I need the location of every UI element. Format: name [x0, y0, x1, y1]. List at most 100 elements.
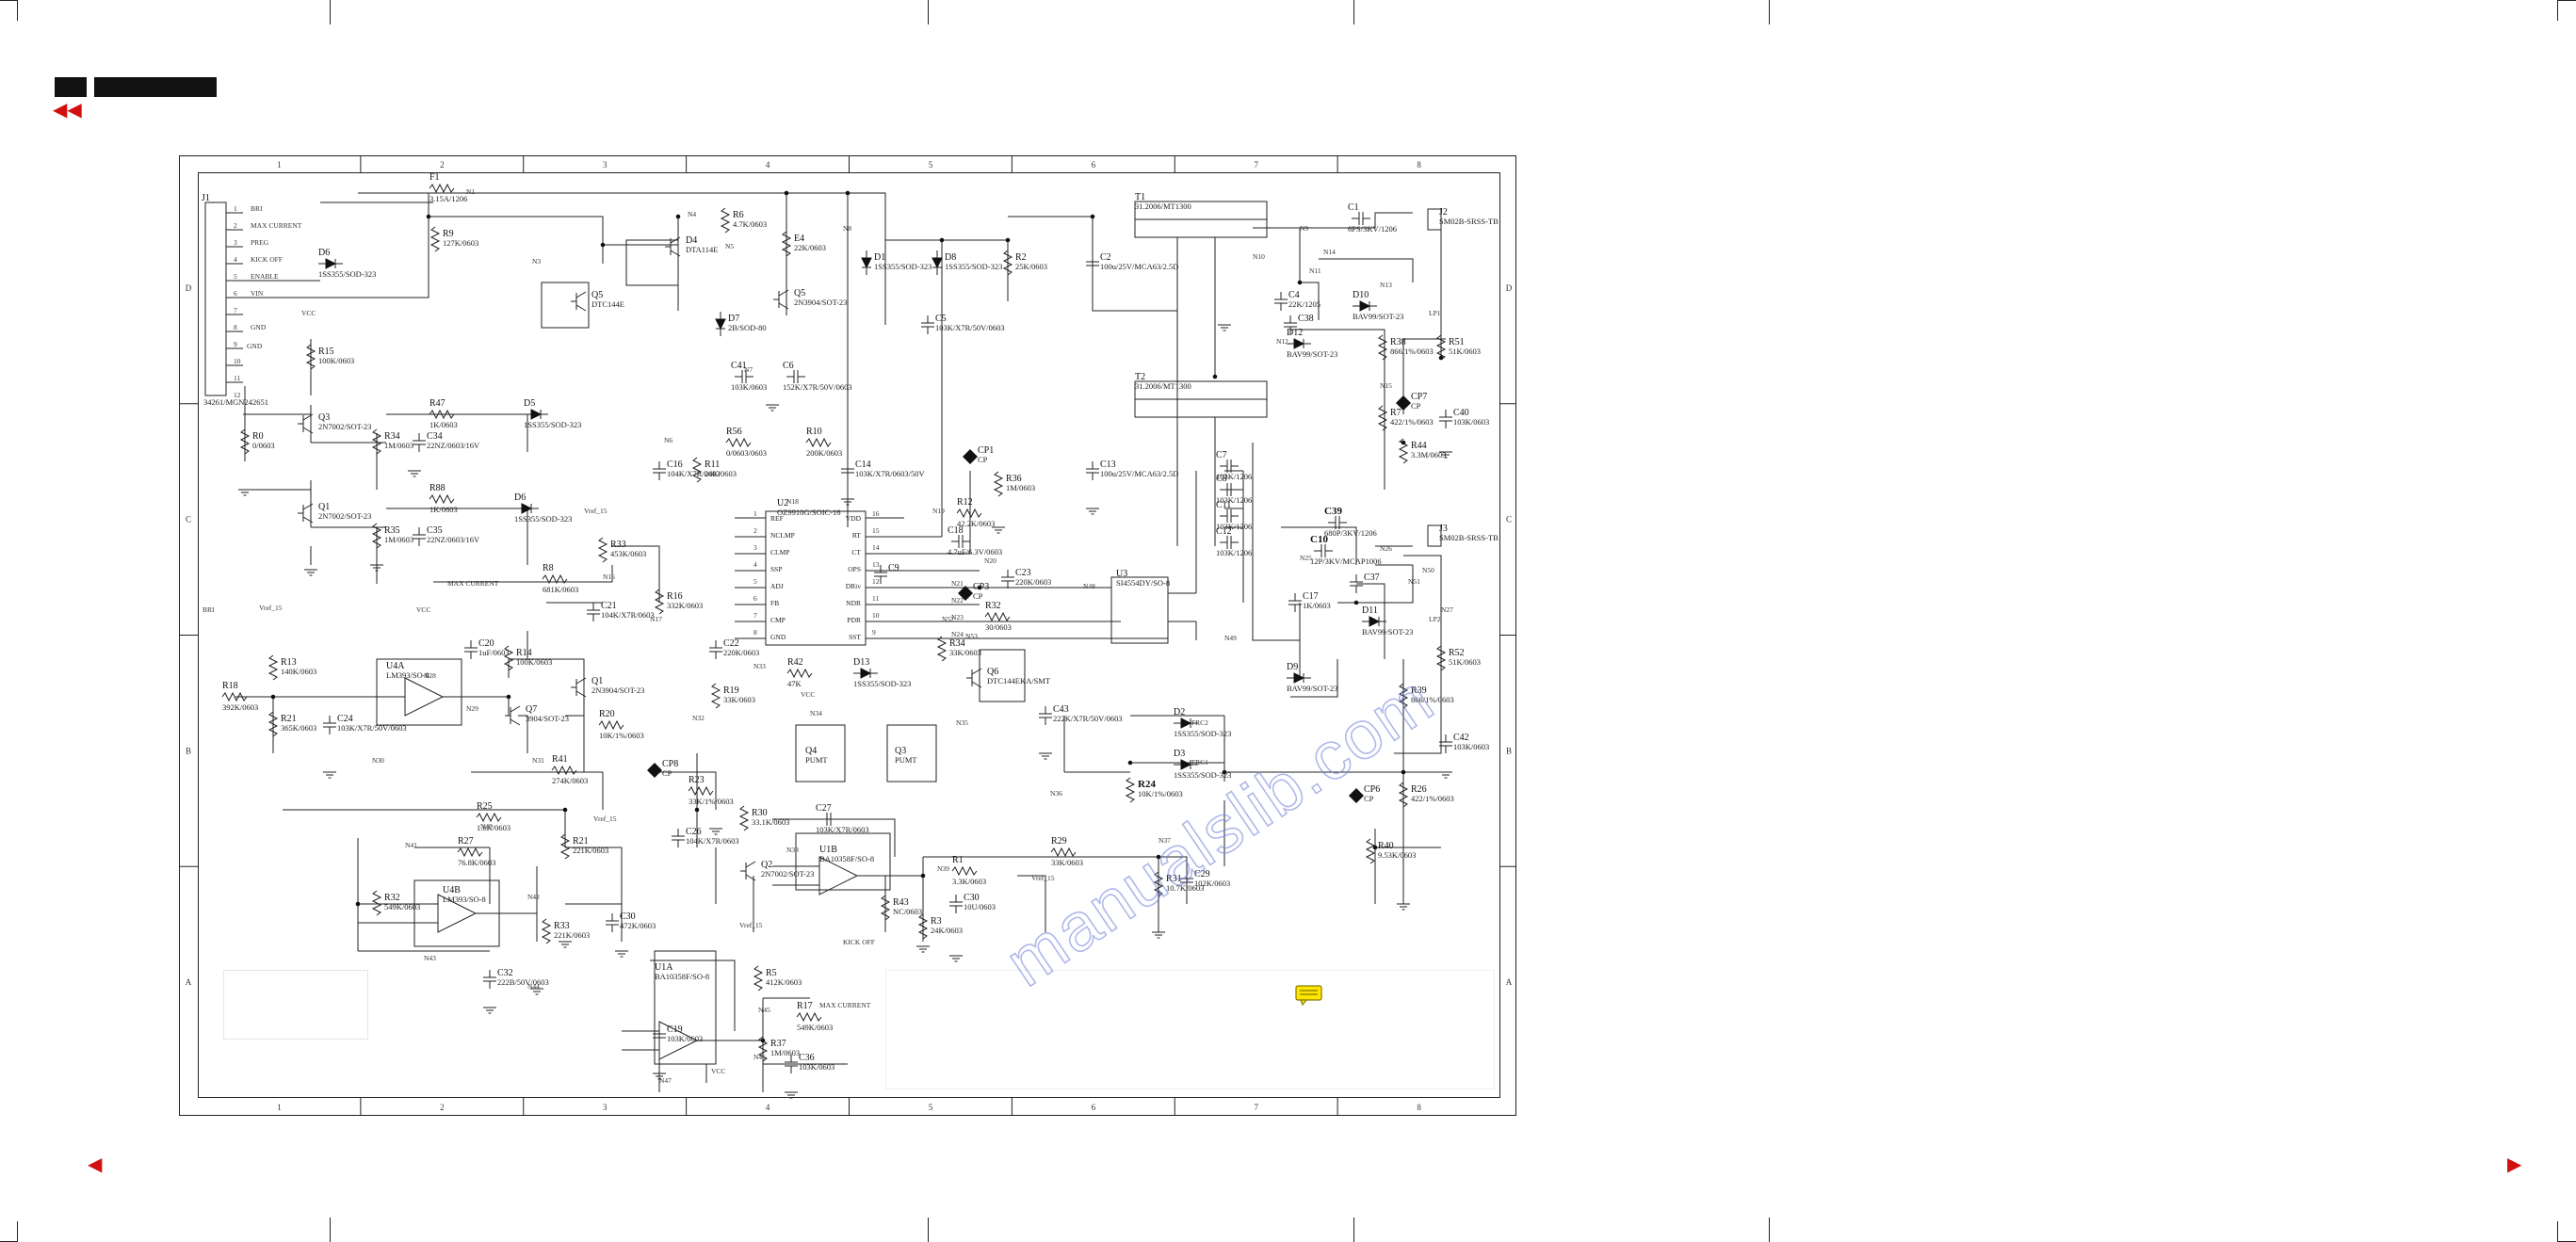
component-ref: C12 [1216, 526, 1232, 537]
component-value: 103K/0603 [1453, 417, 1489, 427]
component-value: 2B/SOD-80 [728, 323, 767, 332]
component-ref: C35 [427, 525, 443, 536]
component-ref: C19 [667, 1024, 683, 1035]
component-value: 866/1%/0603 [1390, 347, 1434, 356]
net-label: Vref_15 [584, 507, 608, 515]
u2-pin-number: 8 [753, 628, 757, 637]
net-number: N22 [951, 596, 964, 605]
component-ref: Q2 [761, 860, 772, 870]
u2-pin-number: 13 [872, 560, 880, 569]
resistor-symbol [1435, 334, 1447, 361]
component-value: 1SS355/SOD-323 [318, 269, 376, 279]
net-number: N47 [659, 1076, 672, 1085]
junction-dot [1212, 374, 1218, 379]
component-value: 42.2K/0603 [957, 519, 995, 528]
net-label: MAX CURRENT [819, 1001, 871, 1009]
component-value: OZ9910G/SOIC-16 [777, 508, 841, 517]
component-ref: Q3 [895, 746, 906, 756]
capacitor-symbol [1220, 483, 1239, 496]
component-value: 3.15A/1206 [429, 194, 467, 203]
component-ref: CP1 [978, 445, 994, 456]
component-ref: R52 [1449, 648, 1465, 658]
u2-pin-number: 6 [753, 594, 757, 603]
ground-icon [841, 498, 854, 506]
component-value: 33K/0603 [949, 648, 981, 657]
component-value: 221K/0603 [554, 930, 590, 940]
junction-dot [1156, 854, 1161, 860]
back-to-contents-icon[interactable]: ◀◀ [53, 98, 82, 121]
capacitor-symbol [413, 433, 426, 452]
component-value: 2N7002/SOT-23 [318, 511, 371, 521]
resistor-symbol [221, 691, 248, 702]
component-value: 3.3M/0603 [1411, 450, 1447, 460]
j1-pin-number: 9 [234, 340, 237, 348]
connector-symbol [1427, 524, 1442, 547]
component-value: BAV99/SOT-23 [1287, 349, 1337, 359]
component-ref: R88 [429, 483, 446, 493]
resistor-symbol [1365, 838, 1376, 864]
capacitor-symbol [841, 461, 854, 480]
note-comment-icon[interactable] [1295, 985, 1323, 1006]
component-value: 24K/0603 [705, 469, 737, 478]
page-number-box [55, 77, 87, 97]
q6-package [979, 649, 1026, 702]
component-value: NC/0603 [893, 907, 922, 916]
crop-mark [2557, 1221, 2558, 1242]
capacitor-symbol [413, 527, 426, 546]
junction-dot [1127, 760, 1133, 766]
ground-icon [1086, 508, 1099, 515]
component-value: 33K/1%/0603 [689, 797, 734, 806]
junction-dot [845, 190, 851, 196]
ground-icon [615, 950, 628, 958]
capacitor-symbol [786, 370, 805, 383]
crop-mark [2557, 0, 2558, 21]
component-ref: Q3 [318, 412, 330, 423]
component-ref: U1A [655, 962, 673, 973]
resistor-symbol [936, 636, 948, 662]
ground-icon [653, 1073, 666, 1080]
net-number: N33 [753, 662, 766, 670]
diode-symbol [715, 318, 726, 331]
component-value: 1.6K/0603 [477, 823, 510, 832]
component-ref: C20 [478, 638, 494, 649]
ground-icon [483, 1007, 496, 1014]
component-ref: R3 [931, 916, 942, 927]
resistor-symbol [429, 226, 441, 252]
component-value: 472K/0603 [620, 921, 656, 930]
component-value: 103K/0603 [667, 1034, 703, 1043]
component-ref: C17 [1303, 591, 1319, 602]
component-ref: R11 [705, 460, 720, 470]
net-label: VCC [711, 1067, 725, 1075]
component-ref: C43 [1053, 704, 1069, 715]
component-value: 10K/1%/0603 [599, 731, 644, 740]
component-ref: C36 [799, 1053, 815, 1063]
capacitor-symbol [1039, 706, 1052, 725]
resistor-symbol [725, 437, 752, 448]
ground-icon [304, 569, 317, 576]
resistor-symbol [476, 812, 502, 823]
component-ref: C29 [1194, 869, 1210, 879]
component-value: 103K/0603 [1453, 742, 1489, 751]
u1b-package [795, 832, 891, 891]
net-number: N34 [810, 709, 822, 718]
capacitor-symbol [951, 535, 970, 548]
net-number: N1 [466, 187, 475, 196]
u2-pin-name: CT [851, 548, 861, 556]
component-value: 103K/0603 [731, 382, 767, 392]
resistor-symbol [1398, 782, 1409, 808]
component-value: 4.7K/0603 [733, 219, 767, 229]
component-value: 680P/3KV/1206 [1324, 528, 1377, 538]
transistor-symbol [966, 668, 982, 688]
resistor-symbol [305, 344, 316, 370]
net-number: N42 [527, 893, 540, 901]
component-ref: D2 [1174, 707, 1185, 718]
component-ref: C22 [723, 638, 739, 649]
component-ref: R34 [384, 431, 400, 442]
capacitor-symbol [1220, 536, 1239, 549]
grid-column-label: 4 [766, 1103, 770, 1112]
ground-icon [238, 489, 251, 496]
previous-page-arrow-icon[interactable]: ◀ [88, 1153, 103, 1175]
next-page-arrow-icon[interactable]: ▶ [2507, 1153, 2522, 1175]
component-value: 222B/50V/0603 [497, 977, 549, 987]
junction-dot [1372, 845, 1378, 850]
